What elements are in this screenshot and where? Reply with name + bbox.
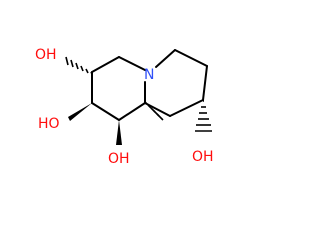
bonds bbox=[91, 49, 208, 121]
bond-c5-c6 bbox=[91, 56, 120, 73]
bond-c7-c8 bbox=[91, 102, 120, 121]
atom-hydroxyl-c7: HO bbox=[38, 116, 60, 132]
bond-c1-c8a bbox=[169, 99, 204, 117]
bond-c5-n4 bbox=[118, 56, 146, 71]
wedge-bonds bbox=[68, 103, 122, 145]
bond-c8-c8a bbox=[118, 102, 146, 121]
bond-c2-c1 bbox=[202, 65, 208, 101]
bond-c3-c2 bbox=[174, 49, 208, 67]
atom-hydroxyl-c8: OH bbox=[108, 151, 130, 167]
molecule-structure: N OH HO OH OH bbox=[35, 47, 214, 167]
hashed-bonds bbox=[65, 56, 212, 132]
hashed-bond-c1-oh bbox=[195, 100, 212, 132]
atom-nitrogen: N bbox=[144, 67, 154, 83]
atom-hydroxyl-c6: OH bbox=[35, 47, 57, 63]
hashed-bond-c6-oh bbox=[65, 56, 93, 75]
hashed-bond-c8a-h bbox=[144, 101, 164, 121]
wedge-bond-c7-oh bbox=[68, 103, 92, 121]
bond-n4-c3 bbox=[155, 49, 176, 68]
atom-hydroxyl-c1: OH bbox=[192, 149, 214, 165]
wedge-bond-c8-oh bbox=[116, 120, 122, 145]
